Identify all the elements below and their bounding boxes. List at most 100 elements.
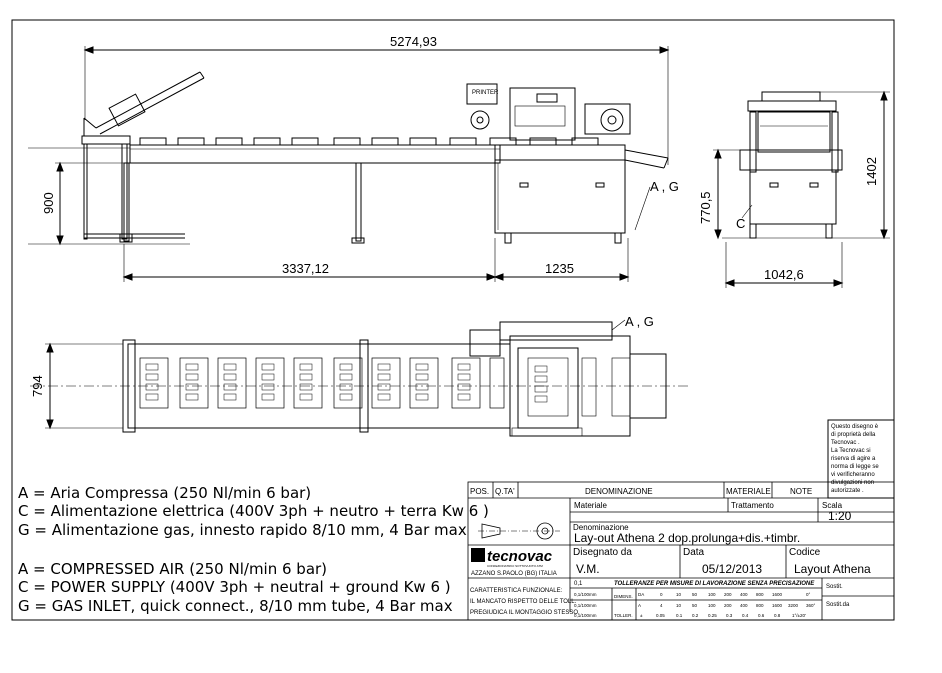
tb-a: A	[638, 603, 641, 608]
tol-cell: 400	[740, 592, 748, 597]
tol-cell: 1°/±20'	[792, 613, 806, 618]
tb-materiale-label: Materiale	[574, 501, 607, 510]
notice-line: norma di legge se	[831, 464, 879, 470]
tb-disegnato-value: V.M.	[576, 562, 600, 576]
legend: A = Aria Compressa (250 Nl/min 6 bar) C …	[18, 484, 489, 615]
connection-label-plan: A , G	[625, 314, 654, 329]
tb-tol-sym-3: 0,1/100mm	[574, 603, 597, 608]
dim-outfeed-height: 770,5	[698, 191, 713, 224]
tol-cell: 1600	[772, 603, 783, 608]
legend-en-c: C = POWER SUPPLY (400V 3ph + neutral + g…	[18, 578, 451, 596]
tol-cell: 0.25	[708, 613, 717, 618]
notice-line: La Tecnovac si	[831, 448, 871, 454]
tolerance-row-da: 0 10 50 100 200 400 800 1600 0°	[660, 592, 811, 597]
tolerance-row-toller: ± 0.05 0.1 0.2 0.25 0.3 0.4 0.6 0.8 1°/±…	[640, 613, 806, 618]
tol-cell: 200	[724, 592, 732, 597]
dim-infeed-length: 3337,12	[282, 261, 329, 276]
legend-it-c: C = Alimentazione elettrica (400V 3ph + …	[18, 502, 489, 520]
dim-plan-width: 794	[30, 375, 45, 397]
tb-scala-label: Scala	[822, 501, 843, 510]
tb-company-sub: CONFEZIONATRICI SOTTOVUOTO ATM	[487, 564, 543, 568]
legend-en-g: G = GAS INLET, quick connect., 8/10 mm t…	[18, 597, 453, 615]
tb-da: DA	[638, 592, 644, 597]
notice-line: divulgazioni non	[831, 480, 874, 486]
tol-cell: 0.2	[692, 613, 699, 618]
tb-tol-sym-4: 0,1/100mm	[574, 613, 597, 618]
tol-cell: 200	[724, 603, 732, 608]
tol-cell: 0	[660, 592, 663, 597]
tol-cell: 0.05	[656, 613, 665, 618]
notice-line: Tecnovac .	[831, 440, 860, 446]
tol-cell: 10	[676, 603, 682, 608]
tb-trattamento-label: Trattamento	[731, 501, 774, 510]
tol-cell: 100	[708, 603, 716, 608]
tb-denominazione-label: Denominazione	[573, 523, 629, 532]
drawing-border	[11, 19, 895, 621]
notice-text: Questo disegno è di proprietà della Tecn…	[831, 424, 879, 494]
tray-row-plan	[139, 357, 505, 409]
tol-cell: 0.3	[726, 613, 733, 618]
tol-cell: 800	[756, 592, 764, 597]
notice-line: riserva di agire a	[831, 456, 876, 462]
tb-char-2: IL MANCATO RISPETTO DELLE TOLL.	[470, 599, 577, 605]
tol-cell: 50	[692, 592, 698, 597]
dim-total-height: 1402	[864, 157, 879, 186]
tol-cell: 0.4	[742, 613, 749, 618]
tol-cell: 0.6	[758, 613, 765, 618]
notice-line: autorizzate .	[831, 488, 864, 494]
tol-cell: 50	[692, 603, 698, 608]
tb-address: AZZANO S.PAOLO (BG) ITALIA	[471, 571, 557, 577]
tb-sostit: Sostit.	[826, 584, 843, 590]
tb-tol-sym-1: 0,1	[574, 581, 583, 587]
legend-it-a: A = Aria Compressa (250 Nl/min 6 bar)	[18, 484, 311, 502]
tb-data-value: 05/12/2013	[702, 562, 762, 576]
company-logo-icon	[471, 548, 485, 562]
tb-sostit-da: Sostit.da	[826, 602, 850, 608]
tb-data-label: Data	[683, 547, 705, 558]
dim-side-width: 1042,6	[764, 267, 804, 282]
tol-cell: 3200	[788, 603, 799, 608]
tb-materiale-head: MATERIALE	[726, 487, 771, 496]
legend-en-a: A = COMPRESSED AIR (250 Nl/min 6 bar)	[18, 560, 327, 578]
side-view: 5274,93	[28, 34, 679, 282]
tol-cell: 0.8	[774, 613, 781, 618]
end-view: C 770,5 1402 1042,6	[698, 90, 890, 288]
dim-machine-length: 1235	[545, 261, 574, 276]
tol-cell: ±	[640, 613, 643, 618]
tb-note-head: NOTE	[790, 487, 812, 496]
notice-line: Questo disegno è	[831, 424, 879, 430]
tol-cell: 800	[756, 603, 764, 608]
dim-feed-height: 900	[41, 192, 56, 214]
tolerance-row-a: 4 10 50 100 200 400 800 1600 3200 360°	[660, 603, 816, 608]
tb-pos: POS.	[470, 487, 489, 496]
tb-tol-sym-2: 0,1/100mm	[574, 592, 597, 597]
tol-cell: 100	[708, 592, 716, 597]
legend-it-g: G = Alimentazione gas, innesto rapido 8/…	[18, 521, 467, 539]
plan-view: A , G 794	[30, 314, 690, 437]
notice-line: di proprietà della	[831, 432, 876, 438]
tb-denominazione-head: DENOMINAZIONE	[585, 487, 653, 496]
tb-toller: TOLLER.	[614, 613, 633, 618]
dim-overall-length: 5274,93	[390, 34, 437, 49]
tb-denominazione-value: Lay-out Athena 2 dop.prolunga+dis.+timbr…	[574, 531, 800, 545]
tray-row-side	[139, 137, 599, 146]
tol-cell: 360°	[806, 603, 816, 608]
tb-qta: Q.TA'	[495, 487, 515, 496]
tb-tolerance-title: TOLLERANZE PER MISURE DI LAVORAZIONE SEN…	[614, 581, 815, 587]
tb-char-3: PREGIUDICA IL MONTAGGIO STESSO.	[470, 610, 580, 616]
tray-cells-plan	[145, 363, 471, 401]
title-block-text: POS. Q.TA' DENOMINAZIONE MATERIALE NOTE …	[470, 487, 871, 618]
tol-cell: 0.1	[676, 613, 683, 618]
connection-label-side: A , G	[650, 179, 679, 194]
printer-label: PRINTER	[472, 90, 499, 96]
tb-char-1: CARATTERISTICA FUNZIONALE:	[470, 588, 563, 594]
tb-disegnato-label: Disegnato da	[573, 547, 632, 558]
tb-company: tecnovac	[487, 548, 553, 565]
title-block	[467, 481, 895, 621]
connection-label-end: C	[736, 216, 745, 231]
tol-cell: 10	[676, 592, 682, 597]
tol-cell: 1600	[772, 592, 783, 597]
tb-codice-label: Codice	[789, 547, 821, 558]
notice-line: vi verificheranno	[831, 472, 875, 478]
